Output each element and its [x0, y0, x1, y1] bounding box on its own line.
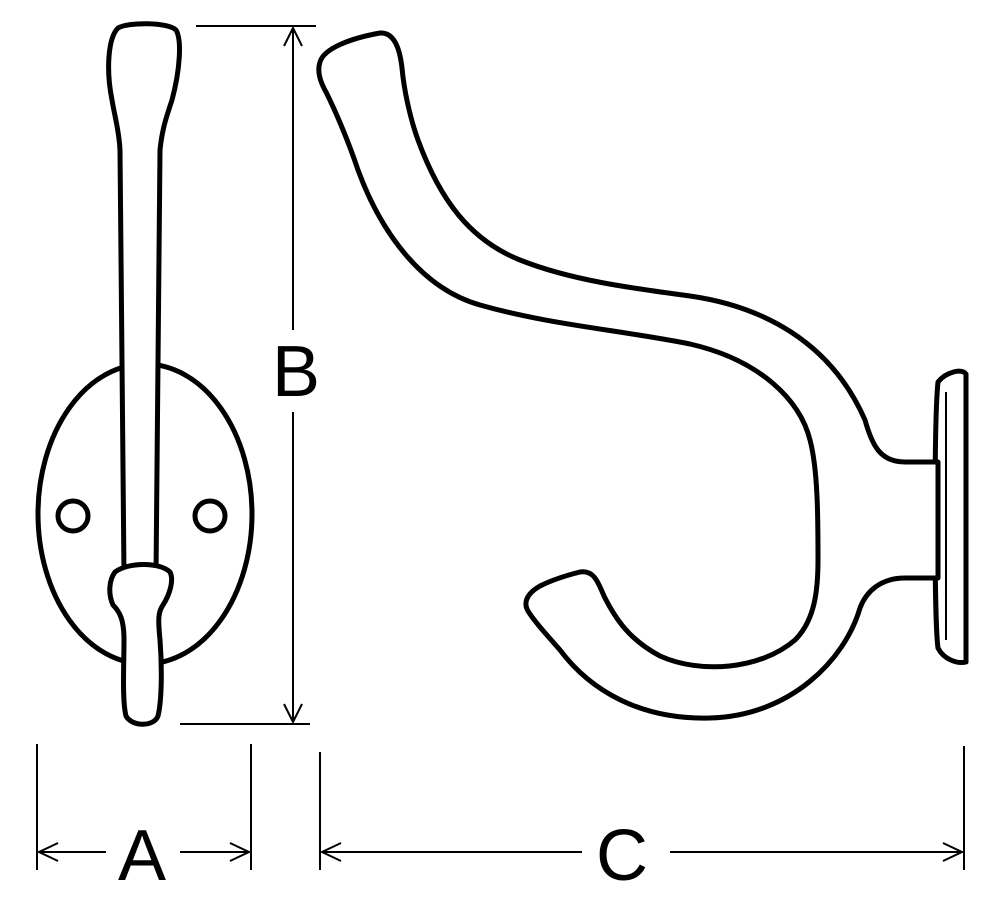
dim-b-arrow-bottom: [283, 703, 303, 725]
upper-hook-arm-front: [106, 21, 182, 578]
dimension-c: [319, 746, 965, 870]
dim-c-arrow-right: [942, 842, 965, 862]
dimension-a: [36, 744, 252, 870]
label-c: C: [596, 816, 648, 896]
lower-hook-front: [107, 562, 175, 727]
side-view: [316, 30, 969, 721]
label-b: B: [272, 332, 320, 412]
label-a: A: [118, 816, 166, 896]
dimension-b: [180, 25, 316, 725]
dim-b-arrow-top: [283, 25, 303, 47]
dim-a-arrow-right: [229, 842, 252, 862]
dim-c-arrow-left: [319, 842, 342, 862]
screw-hole-left: [55, 498, 91, 534]
front-view: [35, 21, 255, 727]
hook-body-side: [316, 30, 941, 721]
screw-hole-right: [192, 498, 228, 534]
dim-a-arrow-left: [36, 842, 59, 862]
